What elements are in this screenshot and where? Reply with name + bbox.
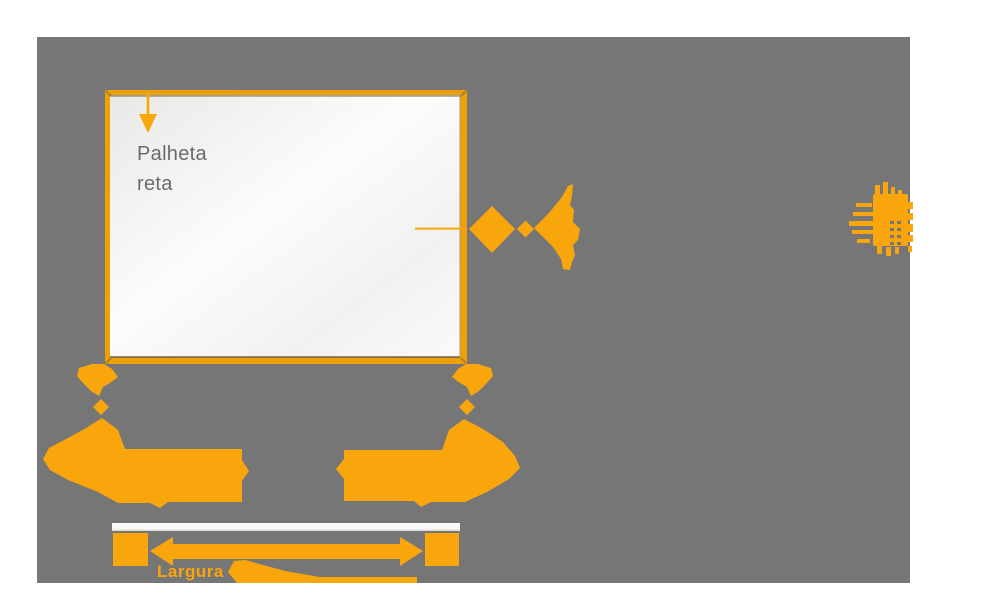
- dimension-label: Largura: [157, 562, 224, 581]
- damper-diamond-small: [517, 220, 534, 238]
- damper-diamond-large: [469, 206, 515, 253]
- damper-leader-line: [415, 227, 467, 230]
- dimension-end-block-left: [113, 533, 148, 566]
- blade-arrow-stem: [146, 92, 150, 116]
- right-mount-chevron: [452, 364, 493, 396]
- left-mount-body: [43, 418, 249, 508]
- panel-bevel-bottom-left: [104, 357, 112, 365]
- blade-arrow-icon: [139, 92, 157, 133]
- diffuser-icon: [849, 182, 913, 256]
- dimension-arrow-right-head: [400, 537, 423, 566]
- dimension-smear: [228, 560, 417, 583]
- panel-label-line2: reta: [137, 173, 173, 195]
- blade-arrow-head: [139, 114, 157, 133]
- dimension-arrow-left-head: [150, 537, 173, 566]
- panel-bevel-top-right: [460, 89, 468, 97]
- panel-label-line1: Palheta: [137, 143, 208, 165]
- left-mount-chevron: [77, 364, 118, 396]
- panel-bevel-top-left: [104, 89, 112, 97]
- right-mount-diamond: [459, 399, 475, 415]
- dimension-arrow: [150, 537, 423, 566]
- panel-inset-top: [110, 95, 460, 97]
- panel-inset-bottom: [110, 356, 460, 358]
- right-mount-body: [336, 419, 520, 507]
- damper-symbol: [415, 184, 580, 270]
- damper-cone: [534, 184, 580, 270]
- vent-panel: [104, 89, 468, 365]
- left-mount-graphic: [43, 364, 249, 508]
- diffuser-icon-grille-slots: [890, 221, 901, 245]
- duct-bar-shadow: [112, 529, 460, 531]
- right-mount-graphic: [336, 364, 520, 507]
- left-mount-diamond: [93, 399, 109, 415]
- panel-inset-right: [459, 95, 461, 357]
- dimension-arrow-shaft: [170, 544, 402, 559]
- dimension-end-block-right: [425, 533, 459, 566]
- duct-bar: [112, 523, 460, 531]
- panel-bevel-bottom-right: [460, 357, 468, 365]
- width-dimension: Largura: [112, 523, 460, 583]
- panel-face: [110, 95, 460, 357]
